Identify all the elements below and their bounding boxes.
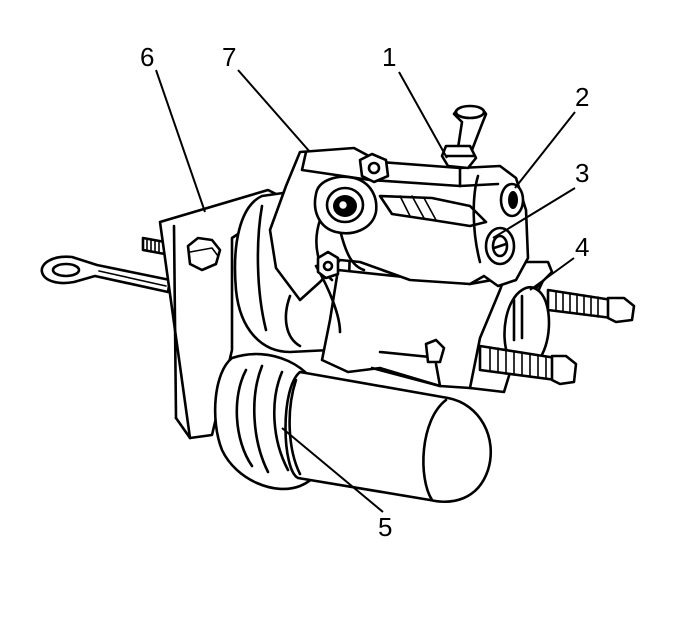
front-port [313, 175, 378, 235]
brake-canister [213, 352, 493, 503]
upper-stud [546, 288, 636, 324]
lower-stud [478, 344, 578, 386]
leader-7 [237, 69, 311, 153]
leader-5 [281, 427, 384, 513]
body-nut-upper [358, 152, 390, 184]
pushrod-eyelet [40, 255, 172, 294]
hose-fitting [440, 104, 488, 170]
lower-nut [424, 338, 446, 364]
bracket-bolt-head [186, 236, 222, 272]
callout-2: 2 [575, 82, 589, 112]
leader-4 [529, 257, 575, 291]
callout-1: 1 [382, 42, 396, 72]
leader-1 [398, 71, 448, 159]
callout-4: 4 [575, 232, 589, 262]
leader-2 [514, 111, 576, 189]
callout-3: 3 [575, 158, 589, 188]
body-nut-middle [316, 250, 340, 280]
leader-3 [492, 187, 576, 239]
outlet-port [499, 182, 525, 218]
callout-5: 5 [378, 512, 392, 542]
callout-7: 7 [222, 42, 236, 72]
leader-lines [155, 69, 576, 513]
callout-6: 6 [140, 42, 154, 72]
leader-6 [155, 69, 206, 213]
